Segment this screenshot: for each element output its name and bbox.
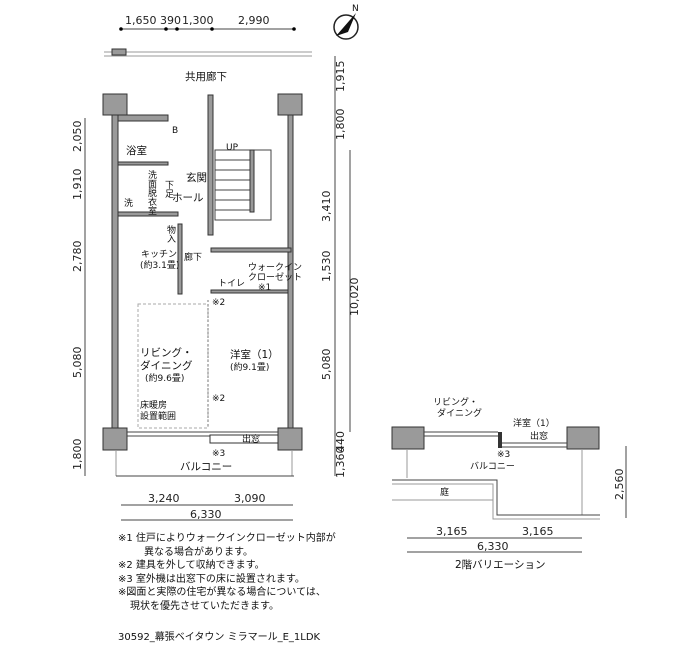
room-wic-2: クローゼット	[248, 271, 302, 283]
living-size: (約9.6畳)	[145, 372, 184, 384]
staircase	[214, 149, 272, 221]
room-wic: ウォークイン	[248, 262, 302, 273]
var-dining: ダイニング	[437, 407, 482, 419]
dim-left-3: 2,780	[71, 241, 84, 273]
compass-icon: N	[333, 4, 359, 40]
dim-right-total: 10,020	[348, 278, 361, 317]
label-up: UP	[226, 143, 239, 153]
note-3: ※3	[212, 449, 225, 459]
note-4: ※図面と実際の住宅が異なる場合については、	[118, 587, 326, 599]
room-genkan: 玄関	[186, 171, 207, 184]
floor-heat-2: 設置範囲	[140, 410, 176, 422]
wic-note: ※1	[258, 283, 271, 293]
room-kitchen: キッチン	[141, 249, 177, 260]
note-1-cont: 異なる場合があります。	[144, 546, 253, 558]
room-hallway: 廊下	[184, 251, 202, 263]
common-corridor-label: 共用廊下	[185, 70, 227, 83]
dim-right-6: 440	[334, 431, 347, 452]
dim-bottom-total: 6,330	[190, 508, 222, 521]
notes: ※1 住戸によりウォークインクローゼット内部が 異なる場合があります。 ※2 建…	[118, 532, 336, 614]
var-note3: ※3	[497, 450, 510, 460]
right-dimensions: 1,915 1,800 3,410 1,530 5,080 440 1,360 …	[320, 56, 361, 478]
dim-bottom-1: 3,240	[148, 492, 180, 505]
var-western: 洋室（1）	[513, 417, 555, 429]
var-dim-2: 3,165	[522, 525, 554, 538]
note-2b: ※2	[212, 394, 225, 404]
room-balcony: バルコニー	[180, 461, 232, 473]
room-toilet: トイレ	[218, 279, 245, 289]
footer-code: 30592_幕張ベイタウン ミラマール_E_1LDK	[118, 632, 321, 643]
var-living: リビング・	[433, 396, 478, 408]
note-1: ※1 住戸によりウォークインクローゼット内部が	[118, 533, 336, 544]
dim-left-5: 1,800	[71, 439, 84, 471]
label-b: B	[172, 126, 178, 136]
var-dim-1: 3,165	[436, 525, 468, 538]
note-3: ※3 室外機は出窓下の床に設置されます。	[118, 573, 305, 585]
floor-heat: 床暖房	[140, 399, 167, 411]
dim-left-2: 1,910	[71, 169, 84, 201]
var-dim-height: 2,560	[613, 469, 626, 501]
note-2a: ※2	[212, 298, 225, 308]
top-dimensions: 1,650 390 1,300 2,990	[119, 14, 296, 31]
bay-window: 出窓	[242, 433, 260, 445]
compass-label: N	[352, 4, 359, 14]
left-dimensions: 2,050 1,910 2,780 5,080 1,800	[71, 118, 86, 476]
room-storage: 物入	[165, 224, 176, 243]
var-caption: 2階バリエーション	[455, 559, 545, 571]
dim-right-7: 1,360	[334, 447, 347, 479]
room-bath: 浴室	[126, 144, 147, 157]
variation-plan: リビング・ ダイニング 洋室（1） 出窓 ※3 バルコニー 庭 3,165 3,…	[391, 396, 627, 571]
dim-right-4: 1,530	[320, 251, 333, 283]
dim-left-4: 5,080	[71, 347, 84, 379]
room-senmen: 洗面脱衣室	[146, 169, 157, 215]
dim-right-2: 1,800	[334, 109, 347, 141]
kitchen-size: (約3.1畳)	[140, 259, 179, 271]
bottom-dimensions: 3,240 3,090 6,330	[121, 492, 293, 521]
var-dim-total: 6,330	[477, 540, 509, 553]
dim-right-3: 3,410	[320, 191, 333, 223]
western-size: (約9.1畳)	[230, 361, 269, 373]
dim-right-1: 1,915	[334, 61, 347, 93]
room-western: 洋室（1）	[230, 348, 279, 361]
dim-bottom-2: 3,090	[234, 492, 266, 505]
dim-top-2: 390	[160, 14, 181, 27]
dim-left-1: 2,050	[71, 121, 84, 153]
dim-top-1: 1,650	[125, 14, 157, 27]
var-window: 出窓	[530, 430, 548, 442]
room-living: リビング・	[140, 346, 193, 359]
dim-right-5: 5,080	[320, 349, 333, 381]
var-balcony: バルコニー	[470, 461, 515, 472]
label-shoe: 下足	[163, 180, 174, 199]
room-hall: ホール	[172, 192, 204, 204]
note-4-cont: 現状を優先させていただきます。	[130, 600, 279, 612]
dim-top-4: 2,990	[238, 14, 270, 27]
note-2: ※2 建具を外して収納できます。	[118, 560, 265, 572]
dim-top-3: 1,300	[182, 14, 214, 27]
room-dining: ダイニング	[140, 359, 193, 372]
label-wash: 洗	[124, 197, 133, 209]
var-garden: 庭	[440, 486, 449, 498]
